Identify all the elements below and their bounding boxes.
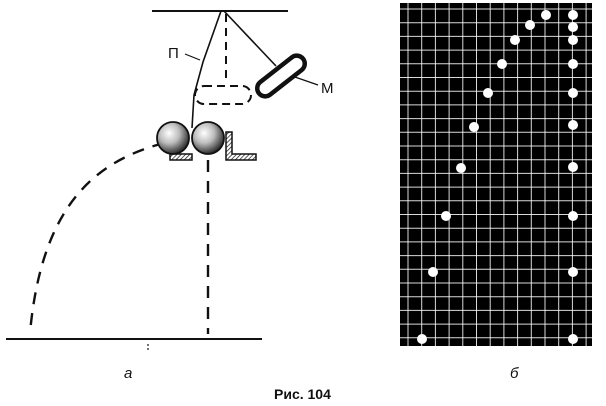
falling-ball-image xyxy=(483,88,493,98)
photo-background xyxy=(400,3,592,346)
magnet-icon xyxy=(254,53,308,99)
left-ball xyxy=(156,121,190,155)
falling-ball-image xyxy=(441,211,451,221)
falling-ball-image xyxy=(510,35,520,45)
magnet-thread-line xyxy=(223,10,277,67)
falling-ball-image xyxy=(541,10,551,20)
floor-mark xyxy=(147,348,149,350)
dropped-ball-image xyxy=(568,334,578,344)
dropped-ball-image xyxy=(568,59,578,69)
falling-ball-image xyxy=(469,122,479,132)
thread-label-leader xyxy=(184,53,201,61)
right-stand xyxy=(225,131,257,161)
thread-label: П xyxy=(168,45,179,62)
photo-balls xyxy=(417,10,578,344)
dropped-ball-image xyxy=(568,22,578,32)
left-stand xyxy=(169,153,193,161)
falling-ball-image xyxy=(428,267,438,277)
falling-ball-image xyxy=(525,20,535,30)
dropped-ball-image xyxy=(568,120,578,130)
panel-b-photo xyxy=(400,3,592,346)
dropped-ball-image xyxy=(568,10,578,20)
falling-ball-image xyxy=(456,163,466,173)
figure-caption: Рис. 104 xyxy=(274,386,331,402)
dropped-ball-image xyxy=(568,211,578,221)
dashed-ball-outline xyxy=(194,85,252,105)
panel-a-diagram: П М xyxy=(6,10,334,350)
falling-ball-image xyxy=(417,334,427,344)
floor-mark xyxy=(147,344,149,346)
panel-a-label: а xyxy=(124,365,132,382)
right-ball xyxy=(191,121,225,155)
magnet-label: М xyxy=(321,80,334,97)
panel-b-label: б xyxy=(510,365,519,382)
dropped-ball-image xyxy=(568,267,578,277)
photo-grid xyxy=(400,3,592,346)
falling-ball-image xyxy=(497,59,507,69)
thread-line xyxy=(191,10,222,129)
trajectory-arc xyxy=(28,141,165,334)
dropped-ball-image xyxy=(568,162,578,172)
dropped-ball-image xyxy=(568,88,578,98)
magnet-label-leader xyxy=(291,75,319,86)
dropped-ball-image xyxy=(568,35,578,45)
